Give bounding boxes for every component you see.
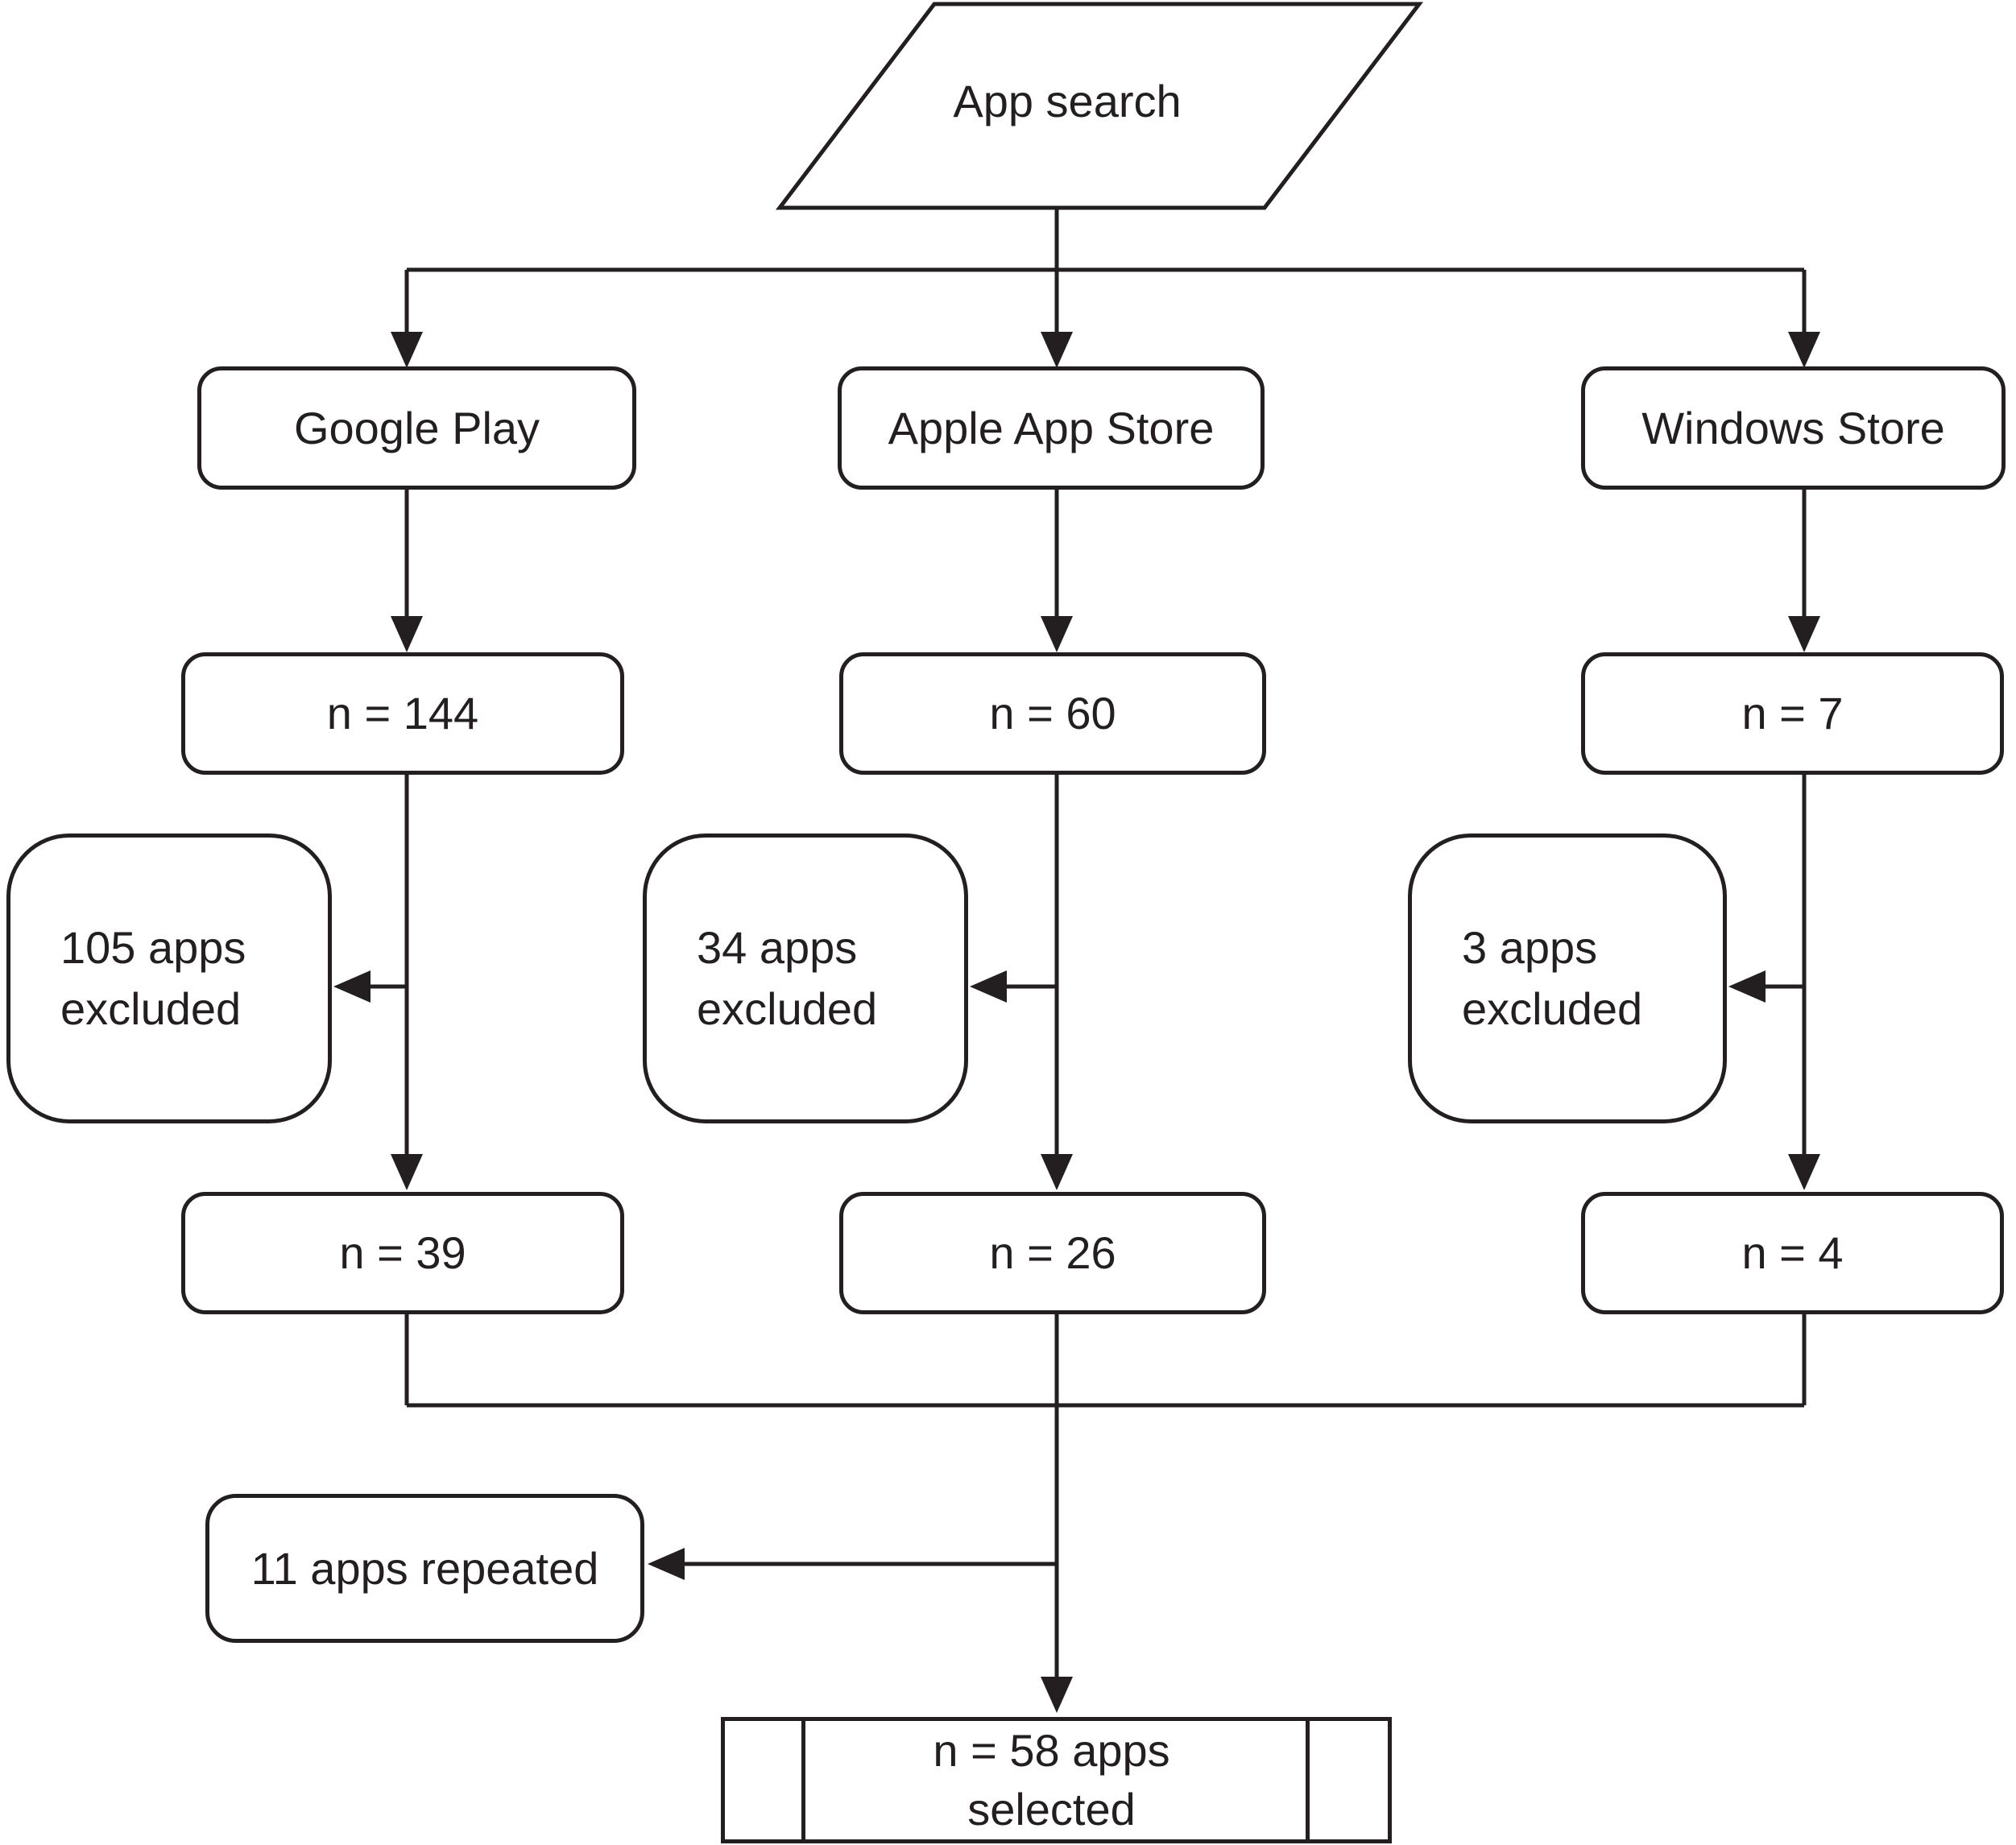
final-box-left-bar (801, 1721, 805, 1839)
windows-included-box: n = 4 (1581, 1192, 2004, 1314)
final-box-right-bar (1306, 1721, 1310, 1839)
google-excluded-box: 105 apps excluded (6, 834, 332, 1123)
arrowhead-windows-included (1788, 1154, 1820, 1190)
app-search-label: App search (953, 75, 1182, 126)
app-search-shape (775, 2, 1424, 210)
arrowhead-google-count (391, 616, 423, 652)
final-selected-line1: n = 58 apps (933, 1724, 1170, 1776)
arrowhead-final (1041, 1677, 1073, 1713)
apple-included-box: n = 26 (839, 1192, 1266, 1314)
arrowhead-apple-count (1041, 616, 1073, 652)
arrowhead-windows-excluded (1728, 970, 1766, 1003)
arrowhead-apple-excluded (970, 970, 1007, 1003)
arrowhead-apple-store (1041, 332, 1073, 368)
final-selected-line2: selected (967, 1783, 1136, 1835)
apple-count-box: n = 60 (839, 652, 1266, 775)
repeated-apps-box: 11 apps repeated (205, 1494, 644, 1643)
apple-app-store-box: Apple App Store (838, 366, 1265, 490)
final-selected-label: n = 58 apps selected (805, 1721, 1298, 1839)
arrowhead-apple-included (1041, 1154, 1073, 1190)
google-included-box: n = 39 (181, 1192, 624, 1314)
google-count-box: n = 144 (181, 652, 624, 775)
arrowhead-google-store (391, 332, 423, 368)
windows-count-box: n = 7 (1581, 652, 2004, 775)
apple-excluded-box: 34 apps excluded (643, 834, 968, 1123)
google-play-box: Google Play (197, 366, 636, 490)
windows-excluded-box: 3 apps excluded (1408, 834, 1727, 1123)
final-selected-box: n = 58 apps selected (721, 1717, 1392, 1843)
arrowhead-windows-count (1788, 616, 1820, 652)
arrowhead-windows-store (1788, 332, 1820, 368)
arrowhead-google-included (391, 1154, 423, 1190)
arrowhead-google-excluded (333, 970, 370, 1003)
windows-store-box: Windows Store (1581, 366, 2006, 490)
split-rail-line (407, 208, 1804, 272)
arrowhead-repeated (648, 1548, 685, 1580)
